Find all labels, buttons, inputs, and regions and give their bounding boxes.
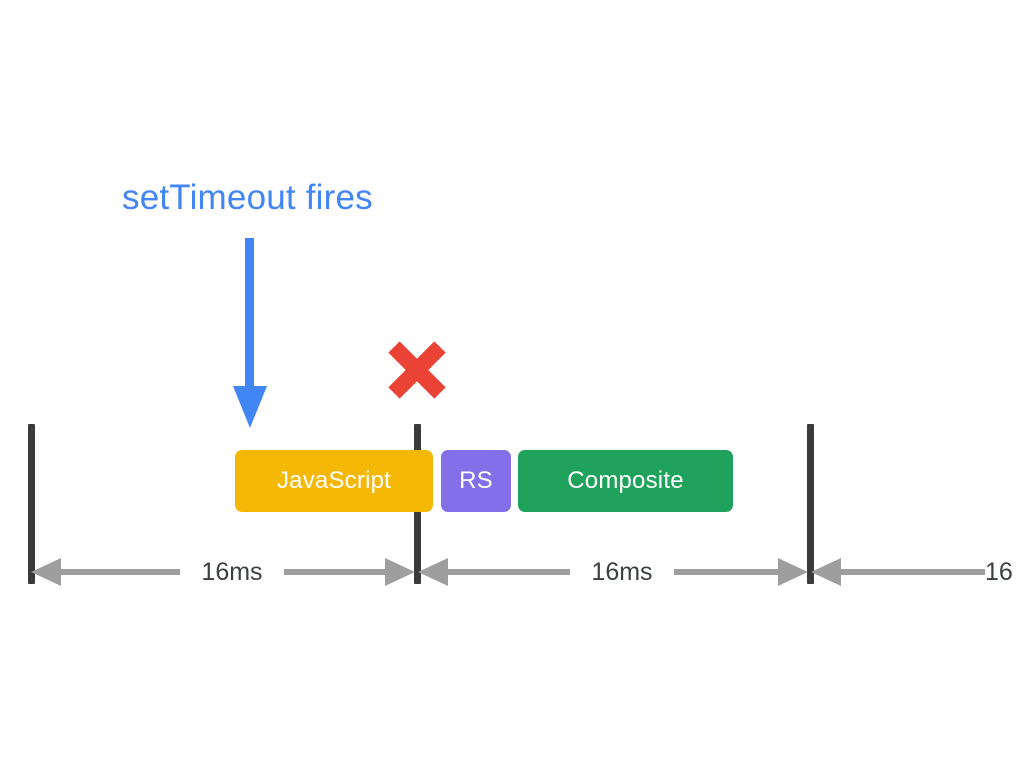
- timeline-tick-1: [28, 424, 35, 584]
- down-arrow-icon: [229, 238, 271, 428]
- frame-duration-label-3: 16: [985, 553, 1024, 591]
- task-block-label: Composite: [567, 467, 684, 494]
- frame-duration-label-1: 16ms: [180, 553, 284, 591]
- frame-duration-label-2: 16ms: [570, 553, 674, 591]
- task-block-composite[interactable]: Composite: [518, 450, 733, 512]
- task-block-label: RS: [459, 467, 493, 494]
- task-block-rs[interactable]: RS: [441, 450, 511, 512]
- task-block-javascript[interactable]: JavaScript: [235, 450, 433, 512]
- annotation-label: setTimeout fires: [122, 178, 373, 217]
- red-x-icon: [386, 339, 448, 401]
- timeline-tick-3: [807, 424, 814, 584]
- task-block-label: JavaScript: [276, 467, 392, 494]
